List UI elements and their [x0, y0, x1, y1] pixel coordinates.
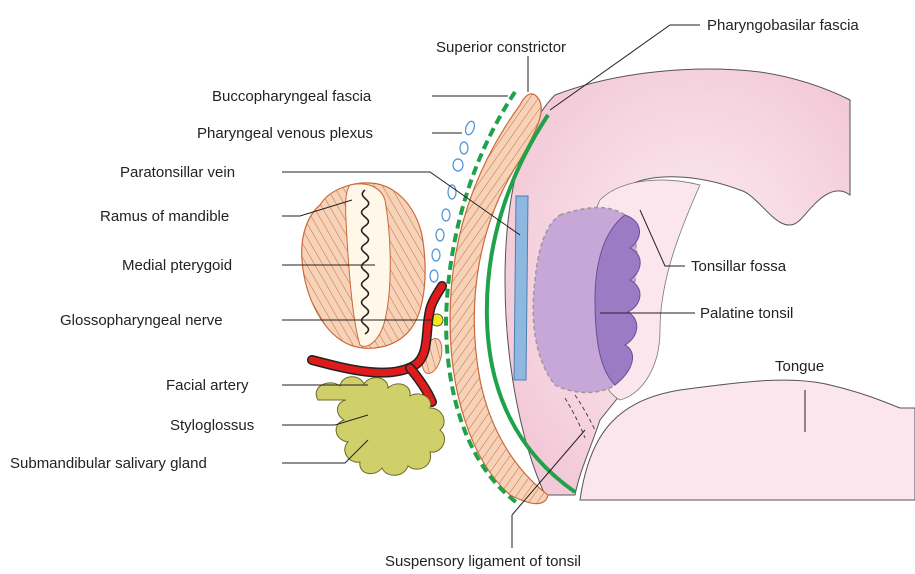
label-palatine-tonsil: Palatine tonsil — [700, 305, 793, 322]
label-ramus-of-mandible: Ramus of mandible — [100, 208, 229, 225]
tongue-shape — [580, 380, 915, 500]
label-suspensory-ligament: Suspensory ligament of tonsil — [385, 553, 581, 570]
label-styloglossus: Styloglossus — [170, 417, 254, 434]
label-medial-pterygoid: Medial pterygoid — [122, 257, 232, 274]
label-facial-artery: Facial artery — [166, 377, 249, 394]
label-paratonsillar-vein: Paratonsillar vein — [120, 164, 235, 181]
label-pharyngeal-venous-plexus: Pharyngeal venous plexus — [197, 125, 373, 142]
label-tonsillar-fossa: Tonsillar fossa — [691, 258, 787, 275]
label-glossopharyngeal-nerve: Glossopharyngeal nerve — [60, 312, 223, 329]
label-superior-constrictor: Superior constrictor — [436, 39, 566, 56]
paratonsillar-vein-shape — [514, 196, 528, 380]
label-tongue: Tongue — [775, 358, 824, 375]
label-buccopharyngeal-fascia: Buccopharyngeal fascia — [212, 88, 372, 105]
label-submandibular-gland: Submandibular salivary gland — [10, 455, 207, 472]
label-pharyngobasilar-fascia: Pharyngobasilar fascia — [707, 17, 859, 34]
